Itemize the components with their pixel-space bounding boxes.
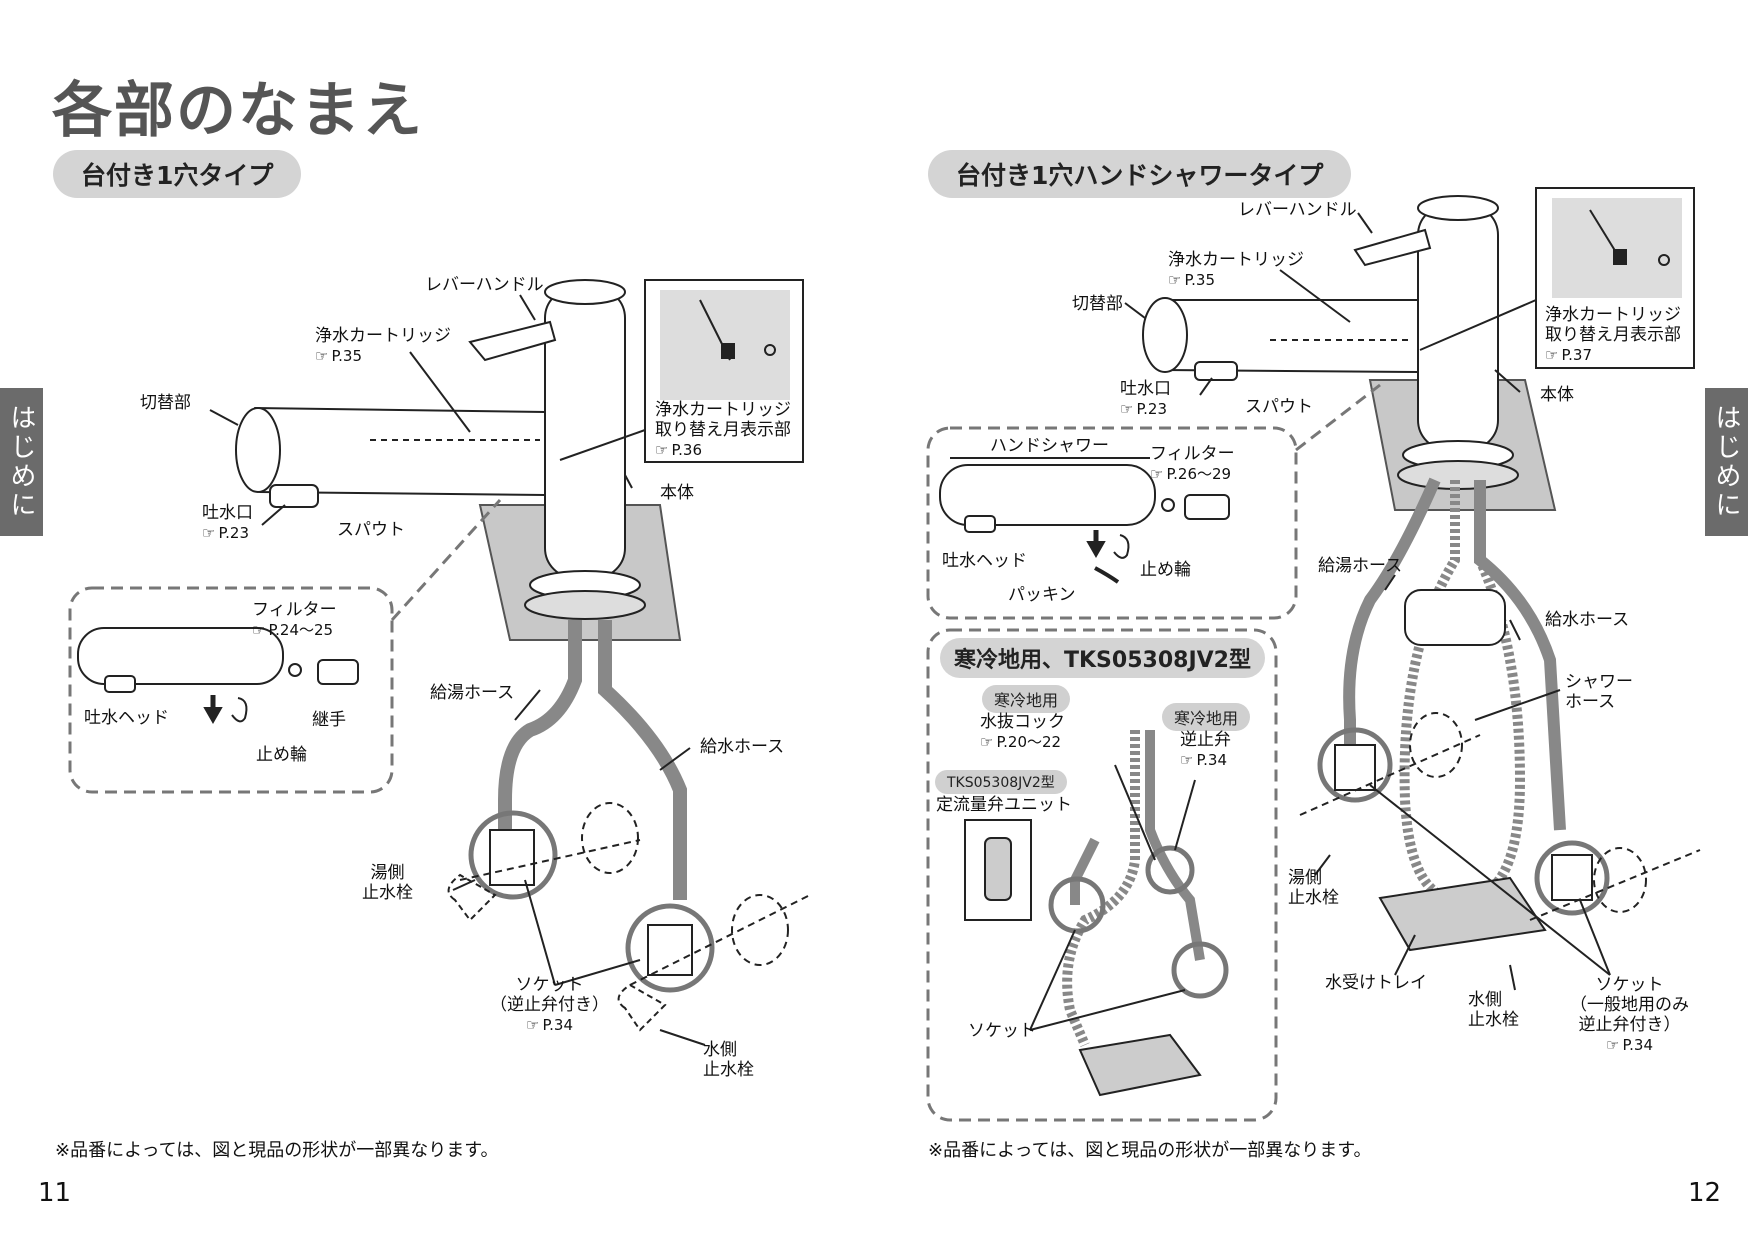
label-socket-left: ソケット（逆止弁付き）P.34 [490, 975, 609, 1035]
label-filter-left: フィルターP.24～25 [252, 600, 337, 640]
side-tab-left: はじめに [0, 388, 43, 536]
tag-cold-region-2: 寒冷地用 [1162, 703, 1251, 731]
water-tray [1378, 876, 1547, 952]
note-left: ※品番によっては、図と現品の形状が一部異なります。 [55, 1140, 499, 1161]
side-tab-right: はじめに [1705, 388, 1748, 536]
socket-circle-right-2 [1534, 840, 1610, 916]
label-cold-valve-right: 水側止水栓 [1468, 990, 1519, 1030]
label-outlet-left: 吐水口P.23 [202, 503, 253, 543]
section-pill-right: 台付き1穴ハンドシャワータイプ [928, 150, 1352, 198]
page-number-left: 11 [38, 1178, 72, 1208]
label-head-left: 吐水ヘッド [84, 708, 169, 728]
label-hand-shower: ハンドシャワー [990, 436, 1109, 456]
label-packing: パッキン [1008, 585, 1076, 605]
label-head-right: 吐水ヘッド [942, 551, 1027, 571]
label-month-display-left: 浄水カートリッジ取り替え月表示部P.36 [655, 400, 791, 460]
label-drain-cock: 水抜コックP.20～22 [980, 712, 1065, 752]
spout-right [1154, 299, 1419, 374]
tag-model: TKS05308JV2型 [935, 770, 1067, 794]
label-tray: 水受けトレイ [1325, 973, 1427, 993]
label-joint-left: 継手 [312, 710, 346, 730]
label-spout-right: スパウト [1245, 397, 1313, 417]
label-shower-hose: シャワーホース [1565, 672, 1633, 712]
label-lever-right: レバーハンドル [1238, 200, 1357, 220]
socket-circle-left-2 [625, 903, 715, 993]
faucet-body-right [1417, 204, 1499, 451]
tag-cold-region-1: 寒冷地用 [982, 685, 1071, 713]
label-flow-unit: 定流量弁ユニット [936, 795, 1072, 815]
spout-left [245, 406, 546, 497]
cold-region-box [926, 628, 1278, 1122]
label-switch-left: 切替部 [140, 393, 191, 413]
page-title: 各部のなまえ [52, 76, 424, 146]
label-cold-hose-left: 給水ホース [700, 737, 785, 757]
label-hot-valve-left: 湯側止水栓 [362, 863, 413, 903]
label-cartridge-left: 浄水カートリッジP.35 [315, 326, 451, 366]
shower-hose-right [1399, 480, 1526, 906]
inset-box-right [926, 426, 1298, 620]
hot-hose-left [498, 620, 582, 830]
note-right: ※品番によっては、図と現品の形状が一部異なります。 [928, 1140, 1372, 1161]
socket-circle-right-1 [1317, 727, 1393, 803]
label-hot-hose-right: 給湯ホース [1318, 556, 1403, 576]
page-number-right: 12 [1688, 1178, 1722, 1208]
label-lever-left: レバーハンドル [425, 275, 544, 295]
label-spout-left: スパウト [337, 520, 405, 540]
hot-hose-right [1343, 477, 1441, 770]
label-socket-cold: ソケット [968, 1021, 1036, 1041]
lever-handle-left [468, 320, 557, 362]
inset-box-left [68, 586, 394, 794]
socket-circle-left-1 [468, 810, 558, 900]
label-hot-valve-right: 湯側止水栓 [1288, 868, 1339, 908]
label-outlet-right: 吐水口P.23 [1120, 379, 1171, 419]
label-check-valve: 逆止弁P.34 [1180, 730, 1231, 770]
faucet-body-left [544, 287, 626, 579]
label-switch-right: 切替部 [1072, 294, 1123, 314]
label-hot-hose-left: 給湯ホース [430, 683, 515, 703]
label-month-display-right: 浄水カートリッジ取り替え月表示部P.37 [1545, 305, 1681, 365]
label-ring-right: 止め輪 [1140, 560, 1191, 580]
label-body-left: 本体 [660, 483, 694, 503]
cold-box-title: 寒冷地用、TKS05308JV2型 [940, 638, 1265, 678]
lever-handle-right [1353, 228, 1432, 267]
label-body-right: 本体 [1540, 385, 1574, 405]
cold-hose-right [1474, 480, 1566, 831]
label-cartridge-right: 浄水カートリッジP.35 [1168, 250, 1304, 290]
label-cold-valve-left: 水側止水栓 [703, 1040, 754, 1080]
section-pill-left: 台付き1穴タイプ [53, 150, 302, 198]
label-filter-right: フィルターP.26～29 [1150, 444, 1235, 484]
label-ring-left: 止め輪 [256, 745, 307, 765]
cold-hose-left [598, 620, 687, 900]
label-cold-hose-right: 給水ホース [1545, 610, 1630, 630]
